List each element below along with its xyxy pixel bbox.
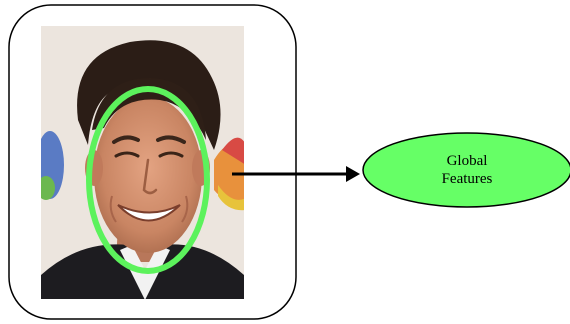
global-features-label: Global Features xyxy=(362,132,570,208)
label-line-1: Global xyxy=(446,153,488,169)
face-ellipse-icon xyxy=(86,86,210,274)
face-photo-icon xyxy=(41,26,244,299)
label-line-2: Features xyxy=(441,171,493,187)
global-features-bubble xyxy=(362,132,570,208)
arrow-right-icon xyxy=(232,166,360,182)
